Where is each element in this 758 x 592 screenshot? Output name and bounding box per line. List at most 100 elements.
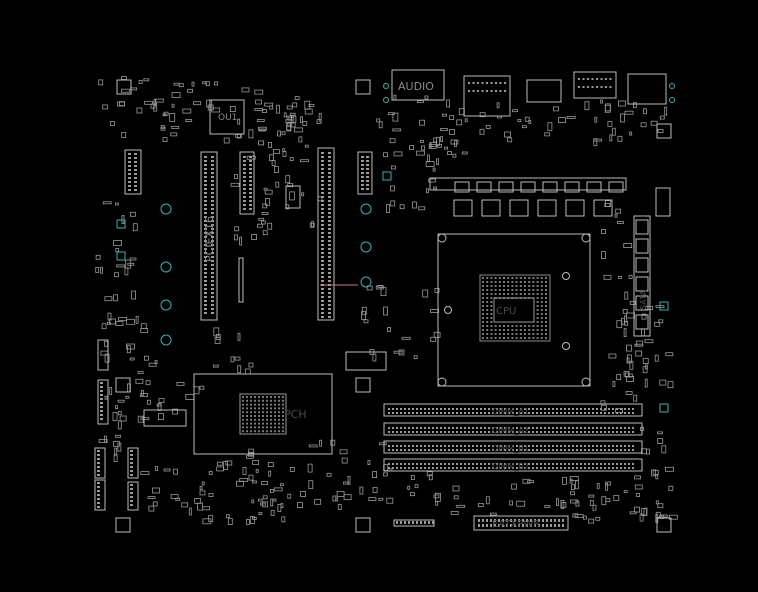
pch-ball — [274, 411, 276, 414]
dimm-pin — [552, 445, 554, 447]
smd-component — [544, 132, 551, 137]
cpu-pad — [482, 337, 484, 339]
pcie-pin — [321, 176, 324, 178]
pch-ball — [242, 399, 244, 402]
dimm-pin — [432, 412, 434, 414]
smd-component — [173, 468, 179, 475]
dimm-pin — [448, 467, 450, 469]
dimm-pin — [472, 445, 474, 447]
pcie-pin — [211, 288, 214, 290]
dimm-pin — [464, 431, 466, 433]
header-pin — [420, 521, 422, 524]
dimm-pin — [584, 427, 586, 429]
dimm-pin — [400, 412, 402, 414]
cpu-pad — [490, 289, 493, 291]
smd-component — [235, 480, 244, 487]
pcie-pin — [321, 264, 324, 266]
pcie-pin — [328, 180, 331, 182]
cpu-pad — [490, 333, 493, 335]
cpu-pad — [507, 281, 510, 283]
pch-ball — [242, 407, 244, 410]
smd-component — [439, 128, 448, 131]
smd-component — [104, 340, 108, 347]
dimm-pin — [388, 408, 390, 410]
pch-ball — [278, 426, 280, 429]
smd-component — [308, 104, 315, 107]
pch-ball — [266, 415, 268, 417]
smd-component — [248, 129, 254, 139]
smd-component — [426, 471, 433, 477]
smd-component — [206, 99, 213, 108]
smd-component — [127, 262, 135, 266]
dimm-pin — [388, 412, 390, 414]
smd-component — [288, 116, 295, 121]
dimm-pin — [400, 467, 402, 469]
sata-connector-stack — [633, 215, 651, 337]
cpu-pad — [545, 297, 547, 299]
header-pin — [128, 185, 131, 187]
dimm-pin — [436, 408, 438, 410]
dimm-pin — [524, 412, 526, 414]
cpu-pad — [545, 285, 547, 287]
smd-component — [668, 485, 674, 491]
dimm-pin — [532, 467, 534, 469]
pcie-pin — [321, 292, 324, 294]
dimm-pin — [424, 412, 426, 414]
header-pin — [97, 470, 100, 472]
pcie-pin — [243, 156, 246, 158]
io-pin — [605, 86, 607, 88]
io-pin — [490, 90, 493, 92]
pch-ball — [278, 396, 280, 398]
dimm-pin — [392, 431, 394, 433]
dimm-pin — [568, 412, 570, 414]
smd-component — [249, 516, 255, 524]
pcie-pin — [328, 168, 331, 170]
atx-pin — [558, 519, 560, 522]
dimm-pin — [624, 445, 626, 447]
pcie-pin — [211, 280, 214, 282]
pcie-pin — [321, 284, 324, 286]
pcie-pin — [204, 188, 207, 190]
cpu-pad — [536, 293, 539, 295]
smd-component — [553, 106, 559, 112]
pcie-pin — [204, 164, 207, 166]
rear-io-connector-4 — [627, 73, 667, 105]
dimm-pin — [580, 449, 582, 451]
dimm-pin — [592, 449, 594, 451]
dimm-pin — [440, 427, 442, 429]
pch-ball — [258, 422, 260, 425]
pcie-pin — [204, 252, 207, 254]
smd-component — [223, 137, 230, 144]
pch-ball — [246, 399, 248, 402]
smd-component — [446, 99, 451, 108]
cpu-pad — [498, 337, 501, 339]
cpu-pad — [494, 281, 497, 283]
pch-ball — [258, 411, 260, 414]
cpu-pad — [528, 297, 531, 299]
pcie-pin — [361, 180, 364, 182]
dimm-pin — [592, 445, 594, 447]
header-pin — [97, 482, 100, 484]
smd-component — [425, 188, 429, 194]
smd-component — [202, 518, 212, 525]
vrm-choke — [520, 181, 536, 193]
mid-square-2 — [355, 377, 371, 393]
smd-component — [544, 505, 551, 508]
smd-component — [624, 291, 629, 300]
dimm-pin — [468, 427, 470, 429]
pcie-pin — [321, 300, 324, 302]
smd-component — [115, 248, 120, 253]
dimm-pin — [496, 408, 498, 410]
header-pin — [100, 382, 103, 384]
pcie-pin — [328, 300, 331, 302]
dimm-pin — [480, 408, 482, 410]
cpu-pad — [540, 297, 543, 299]
dimm-pin — [412, 449, 414, 451]
pcie-pin — [211, 268, 214, 270]
smd-component — [347, 475, 351, 485]
dimm-pin — [520, 449, 522, 451]
dimm-pin — [472, 467, 474, 469]
pch-ball — [262, 399, 264, 402]
smd-component — [193, 386, 200, 395]
cpu-pad — [515, 297, 518, 299]
